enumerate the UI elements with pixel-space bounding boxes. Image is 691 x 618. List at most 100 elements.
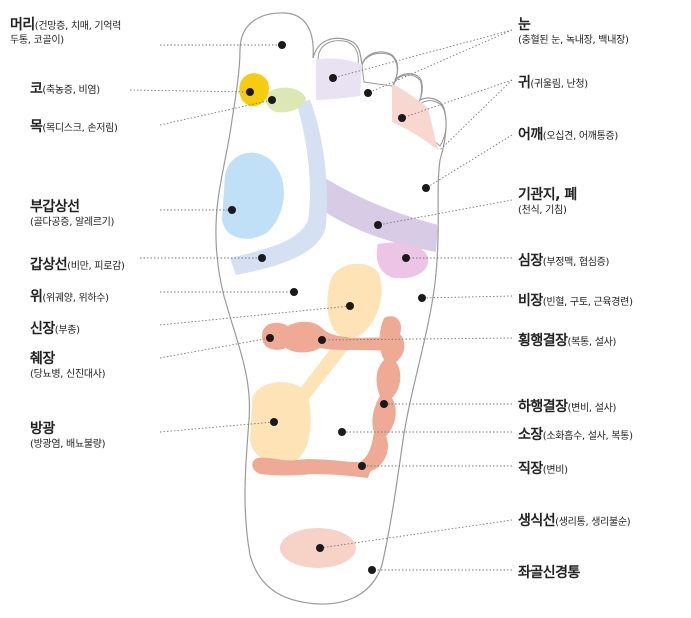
label-kidney-name: 신장 [30, 321, 55, 337]
label-neck: 목(목디스크, 손저림) [30, 116, 118, 136]
leader-spleen [421, 295, 513, 299]
label-transverse-name: 횡행결장 [518, 333, 568, 349]
label-reproductive-sub: (생리통, 생리불순) [555, 517, 631, 528]
leader-nose [129, 89, 251, 93]
label-bladder: 방광 (방광염, 배뇨불량) [30, 418, 106, 451]
label-stomach: 위(위궤양, 위하수) [30, 286, 109, 306]
dot-eye-1 [329, 74, 337, 82]
label-transverse: 횡행결장(복통, 설사) [518, 330, 616, 350]
leader-eye-b [367, 29, 513, 94]
dot-kidney [346, 302, 354, 310]
label-head: 머리(건망증, 치매, 기억력 두통, 코골이) [10, 14, 121, 47]
label-bronchi: 기관지, 폐 (천식, 기침) [518, 184, 577, 217]
label-heart: 심장(부정맥, 협심증) [518, 250, 609, 270]
label-bladder-name: 방광 [30, 421, 55, 437]
toe-5 [419, 100, 447, 147]
label-shoulder-name: 어깨 [518, 127, 543, 143]
label-bladder-sub2: (방광염, 배뇨불량) [30, 438, 106, 450]
neck-zone [265, 87, 306, 113]
label-spleen: 비장(빈혈, 구토, 근육경련) [518, 290, 633, 310]
dot-bladder [270, 418, 278, 426]
dot-neck [268, 96, 276, 104]
kidney-zone [327, 263, 382, 339]
label-descending-sub: (변비, 설사) [567, 403, 617, 414]
label-pancreas-sub2: (당뇨병, 신진대사) [30, 368, 106, 380]
dot-rectum [358, 462, 366, 470]
leader-reproductive [319, 519, 513, 549]
heart-zone [376, 242, 429, 279]
dot-ear [398, 114, 406, 122]
label-bronchi-sub2: (천식, 기침) [518, 204, 567, 216]
bladder-zone [250, 382, 311, 464]
label-shoulder-sub: (오십견, 어깨통증) [542, 131, 619, 142]
label-nose-sub: (축농증, 비염) [42, 85, 100, 96]
label-eye-sub2: (충혈된 눈, 녹내장, 백내장) [518, 34, 629, 46]
label-parathyroid: 부갑상선 (골다공증, 알레르기) [30, 196, 114, 229]
label-ear: 귀(귀울림, 난청) [518, 72, 588, 92]
label-kidney-sub: (부종) [54, 325, 80, 336]
dot-heart [402, 254, 410, 262]
label-head-sub2: 두통, 코골이) [10, 34, 64, 46]
label-parathyroid-sub2: (골다공증, 알레르기) [30, 216, 115, 228]
label-sciatic-name: 좌골신경통 [518, 565, 580, 581]
transverse-colon [262, 321, 398, 353]
reflex-points [228, 41, 430, 574]
leader-kidney [159, 305, 351, 326]
rectum [252, 457, 372, 478]
label-small: 소장(소화흡수, 설사, 복통) [518, 424, 633, 444]
leader-shoulder [425, 134, 513, 189]
dot-reproductive [316, 544, 324, 552]
label-transverse-sub: (복통, 설사) [567, 337, 617, 348]
dot-spleen [418, 294, 426, 302]
label-head-name: 머리 [10, 17, 35, 33]
dot-descending [380, 400, 388, 408]
label-kidney: 신장(부종) [30, 318, 80, 338]
label-pancreas: 췌장 (당뇨병, 신진대사) [30, 348, 106, 381]
label-nose-name: 코 [30, 81, 43, 97]
label-small-name: 소장 [518, 427, 543, 443]
dot-stomach [290, 288, 298, 296]
dot-shoulder [422, 184, 430, 192]
bronchi-zone [320, 175, 438, 252]
parathyroid-zone [222, 152, 284, 239]
label-eye-name: 눈 [518, 17, 531, 33]
dot-sciatic [368, 566, 376, 574]
label-sciatic: 좌골신경통 [518, 562, 580, 582]
dot-bronchi [374, 221, 382, 229]
label-neck-name: 목 [30, 119, 43, 135]
dot-eye-2 [364, 89, 372, 97]
nose-zone [239, 73, 269, 107]
eye-zone [316, 58, 362, 100]
thyroid-zone [230, 100, 328, 275]
label-rectum-sub: (변비) [542, 465, 568, 476]
label-small-sub: (소화흡수, 설사, 복통) [542, 431, 633, 442]
leader-neck [159, 99, 273, 126]
dot-small [338, 428, 346, 436]
label-parathyroid-name: 부갑상선 [30, 199, 80, 215]
label-pancreas-name: 췌장 [30, 351, 55, 367]
descending-colon [360, 316, 405, 472]
label-heart-name: 심장 [518, 253, 543, 269]
leader-transverse [321, 337, 513, 341]
leader-bladder [159, 421, 275, 433]
label-descending-name: 하행결장 [518, 399, 568, 415]
dot-transverse [318, 336, 326, 344]
label-descending: 하행결장(변비, 설사) [518, 396, 616, 416]
label-nose: 코(축농증, 비염) [30, 78, 100, 98]
leader-eye-a [332, 29, 513, 79]
leader-pancreas [159, 337, 271, 359]
dot-nose [246, 88, 254, 96]
dot-thyroid [258, 254, 266, 262]
label-shoulder: 어깨(오십견, 어깨통증) [518, 124, 618, 144]
label-reproductive: 생식선(생리통, 생리불순) [518, 510, 631, 530]
leader-lines [129, 29, 513, 571]
label-eye: 눈 (충혈된 눈, 녹내장, 백내장) [518, 14, 629, 47]
label-rectum-name: 직장 [518, 461, 543, 477]
dot-head [278, 41, 286, 49]
label-thyroid-name: 갑상선 [30, 257, 68, 273]
label-heart-sub: (부정맥, 협심증) [542, 257, 610, 268]
toe-3 [361, 52, 398, 87]
label-thyroid: 갑상선(비만, 피로감) [30, 254, 125, 274]
label-spleen-sub: (빈혈, 구토, 근육경련) [542, 297, 633, 308]
